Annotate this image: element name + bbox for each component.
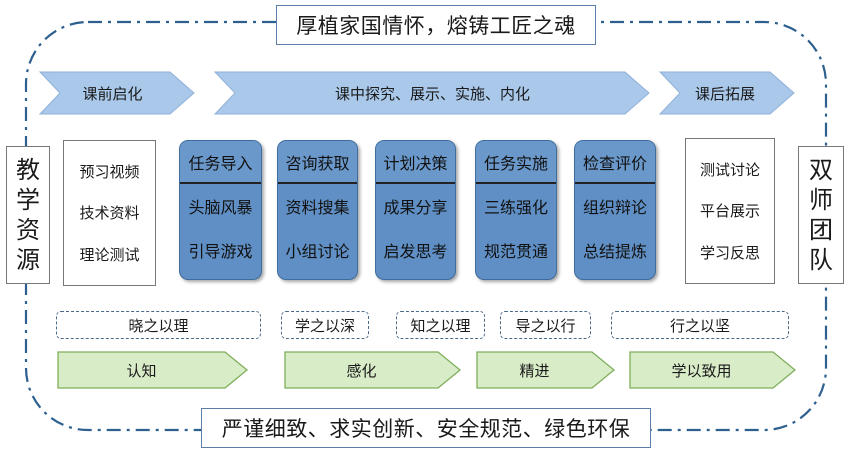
phase-arrow-in [213,71,650,115]
dual-teacher-team-box: 双师团队 [798,146,844,284]
footer-text: 严谨细致、求实创新、安全规范、绿色环保 [221,417,631,441]
principle-box: 学之以深 [281,311,369,339]
post-class-list: 测试讨论 平台展示 学习反思 [685,138,775,284]
principle-box: 行之以坚 [611,311,789,339]
stage-head: 任务导入 [180,141,261,184]
teaching-resources-box: 教学资源 [6,146,50,284]
phase-label-in: 课中探究、展示、实施、内化 [334,84,530,103]
phase-arrow-post [658,71,795,115]
phase-arrow-pre [38,71,195,115]
progress-label: 学以致用 [671,361,732,380]
stage-item: 规范贯通 [483,242,548,261]
stage-head: 任务实施 [476,141,556,184]
pre-class-list: 预习视频 技术资料 理论测试 [63,140,156,286]
dual-teacher-team-label: 双师团队 [809,156,833,274]
stage-item: 引导游戏 [188,242,253,261]
progress-label: 感化 [346,361,377,380]
progress-arrow-4 [629,351,797,389]
principle-box: 知之以理 [396,311,485,339]
phase-label-post: 课后拓展 [694,84,755,103]
stage-plan-decide: 计划决策 成果分享 启发思考 [375,140,456,280]
stage-task-implement: 任务实施 三练强化 规范贯通 [475,140,557,280]
stage-item: 三练强化 [483,198,548,217]
teaching-resources-label: 教学资源 [16,156,40,274]
title-text: 厚植家国情怀，熔铸工匠之魂 [296,14,576,38]
progress-arrow-2 [284,351,462,389]
stage-head: 计划决策 [376,141,455,184]
stage-item: 头脑风暴 [188,198,253,217]
footer-box: 严谨细致、求实创新、安全规范、绿色环保 [201,408,651,448]
progress-label: 认知 [126,361,157,380]
list-item: 测试讨论 [699,161,760,180]
stage-head: 检查评价 [575,141,655,184]
stage-item: 资料搜集 [285,198,350,217]
principle-box: 导之以行 [500,311,591,339]
list-item: 技术资料 [79,204,140,223]
list-item: 学习反思 [699,243,760,262]
stage-item: 组织辩论 [582,198,647,217]
stage-task-intro: 任务导入 头脑风暴 引导游戏 [179,140,262,280]
list-item: 理论测试 [79,245,140,264]
progress-arrow-3 [476,351,616,389]
stage-item: 成果分享 [383,198,448,217]
stage-item: 启发思考 [383,242,448,261]
phase-label-pre: 课前启化 [82,84,143,103]
stage-info-acquire: 咨询获取 资料搜集 小组讨论 [277,140,358,280]
stage-item: 总结提炼 [582,242,647,261]
stage-check-evaluate: 检查评价 组织辩论 总结提炼 [574,140,656,280]
title-box: 厚植家国情怀，熔铸工匠之魂 [276,5,596,45]
progress-label: 精进 [519,361,550,380]
stage-item: 小组讨论 [285,242,350,261]
list-item: 预习视频 [79,163,140,182]
principle-box: 晓之以理 [56,311,261,339]
stage-head: 咨询获取 [278,141,357,184]
list-item: 平台展示 [699,202,760,221]
progress-arrow-1 [57,351,249,389]
